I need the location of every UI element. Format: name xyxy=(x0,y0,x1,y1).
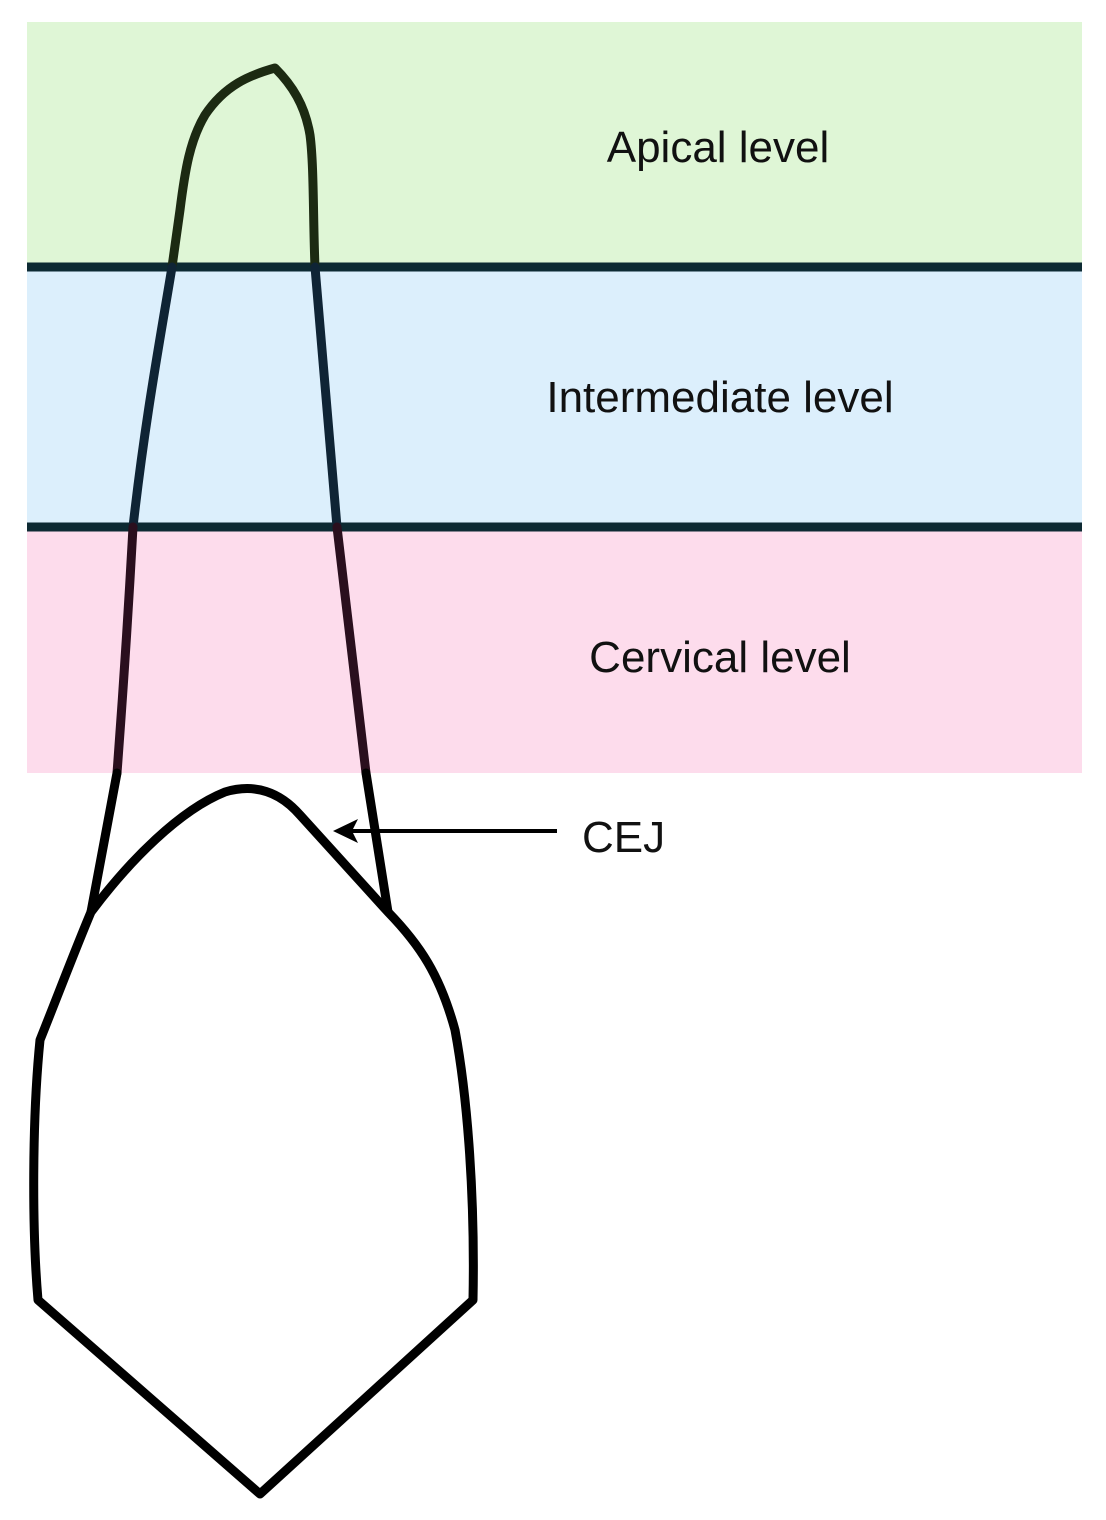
apical-level-band xyxy=(27,22,1082,267)
tooth-root xyxy=(86,63,393,917)
cej-arrow-head xyxy=(333,819,358,843)
cervical-level-band xyxy=(27,527,1082,773)
root-lower-right-outline xyxy=(361,768,393,917)
cervical-level-label: Cervical level xyxy=(589,633,851,682)
intermediate-level-label: Intermediate level xyxy=(546,373,893,422)
cej-arrow xyxy=(333,819,557,843)
root-lower-left-outline xyxy=(86,768,122,917)
apical-level-label: Apical level xyxy=(607,123,830,172)
root-intermediate-right-outline xyxy=(310,262,342,532)
root-intermediate-left-outline xyxy=(128,262,177,532)
root-apical-outline xyxy=(167,63,320,272)
root-cervical-left-outline xyxy=(112,522,138,778)
tooth-crown-outline xyxy=(29,784,478,1499)
cej-label: CEJ xyxy=(582,813,665,862)
root-cervical-right-outline xyxy=(332,522,371,778)
intermediate-level-band xyxy=(27,267,1082,527)
